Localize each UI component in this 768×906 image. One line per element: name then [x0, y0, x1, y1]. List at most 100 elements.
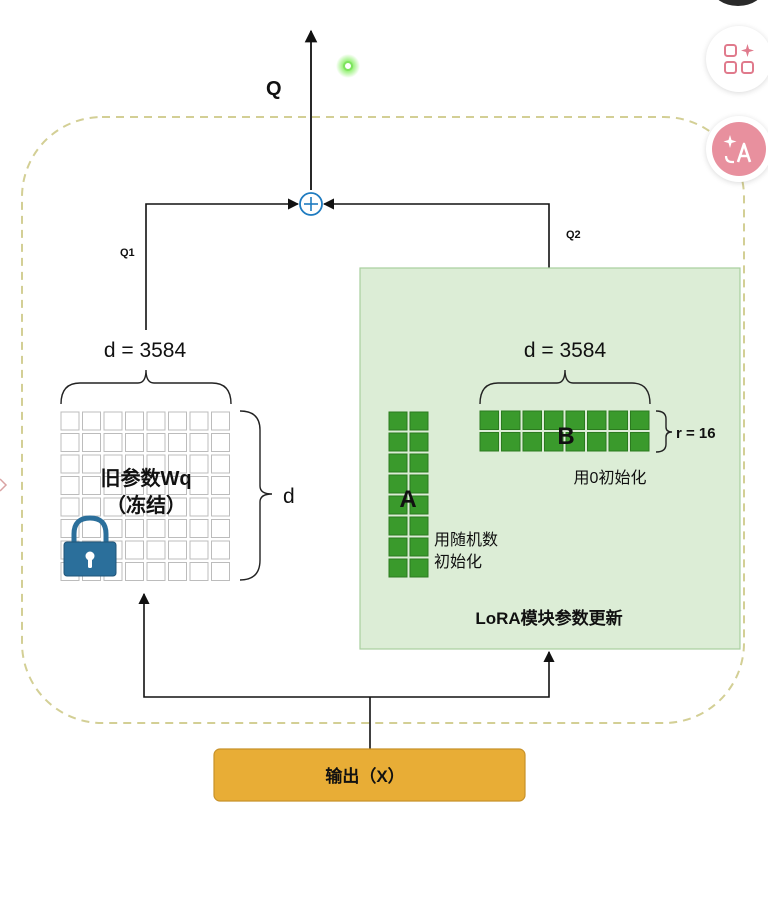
matrix-b-cell: [501, 410, 521, 430]
frozen-grid-cell: [168, 454, 187, 474]
matrix-b-width-brace: [479, 369, 651, 405]
matrix-a-cell: [388, 453, 408, 473]
frozen-grid-cell: [60, 433, 80, 452]
matrix-a-cell: [409, 432, 429, 452]
frozen-grid-cell: [82, 411, 101, 431]
frozen-grid-cell: [168, 497, 187, 517]
input-label: 输出（X）: [325, 766, 404, 786]
frozen-grid-cell: [146, 519, 166, 538]
frozen-grid-cell: [168, 476, 187, 495]
frozen-grid-cell: [211, 540, 230, 560]
translate-button[interactable]: [706, 116, 768, 182]
matrix-b-label: B: [557, 423, 574, 450]
frozen-grid-cell: [189, 540, 209, 560]
lora-module-title: LoRA模块参数更新: [475, 608, 622, 628]
frozen-grid-cell: [125, 454, 144, 474]
matrix-a-cell: [388, 474, 408, 494]
frozen-grid-cell: [125, 519, 144, 538]
frozen-grid-cell: [125, 497, 144, 517]
frozen-grid-cell: [82, 476, 101, 495]
frozen-grid-cell: [146, 476, 166, 495]
frozen-grid-cell: [168, 562, 187, 581]
matrix-a-label: A: [399, 486, 416, 513]
matrix-a-cell: [388, 558, 408, 578]
frozen-grid-cell: [60, 411, 80, 431]
frozen-grid-cell: [189, 476, 209, 495]
frozen-grid-cell: [82, 433, 101, 452]
frozen-grid-cell: [168, 433, 187, 452]
q1-arrow: [145, 198, 300, 330]
frozen-grid-cell: [146, 433, 166, 452]
frozen-grid-cell: [103, 454, 123, 474]
frozen-grid-cell: [146, 454, 166, 474]
frozen-grid-cell: [211, 519, 230, 538]
frozen-grid-cell: [82, 519, 101, 538]
frozen-grid-cell: [103, 497, 123, 517]
matrix-a-cell: [409, 474, 429, 494]
matrix-b-cell: [522, 432, 542, 452]
output-label: Q: [266, 78, 282, 100]
frozen-grid-cell: [60, 454, 80, 474]
frozen-grid-cell: [146, 562, 166, 581]
frozen-width-brace: [60, 369, 232, 405]
frozen-grid-cell: [146, 411, 166, 431]
frozen-grid-cell: [211, 454, 230, 474]
frozen-grid-cell: [168, 519, 187, 538]
matrix-b-cell: [501, 432, 521, 452]
matrix-a-note-line2: 初始化: [434, 553, 482, 571]
apps-sparkle-button[interactable]: [706, 26, 768, 92]
frozen-grid-cell: [125, 476, 144, 495]
frozen-height-brace: [239, 410, 273, 581]
matrix-b-cell: [587, 432, 607, 452]
frozen-grid-cell: [211, 497, 230, 517]
frozen-grid-cell: [189, 497, 209, 517]
frozen-grid-cell: [189, 411, 209, 431]
frozen-height-label: d: [283, 485, 295, 508]
frozen-width-label: d = 3584: [104, 339, 187, 362]
apps-sparkle-icon: [724, 44, 754, 74]
rank-label: r = 16: [676, 425, 716, 442]
matrix-a-cell: [388, 537, 408, 557]
left-edge-arrow-icon: [0, 478, 8, 492]
matrix-a-cell: [409, 516, 429, 536]
matrix-a-cell: [409, 537, 429, 557]
q2-label: Q2: [566, 229, 581, 241]
input-arrow-frozen: [138, 592, 370, 698]
matrix-a-cell: [409, 495, 429, 515]
matrix-a-grid: [388, 411, 429, 578]
matrix-b-note: 用0初始化: [574, 469, 647, 487]
frozen-grid-cell: [125, 562, 144, 581]
frozen-grid-cell: [211, 562, 230, 581]
frozen-grid-cell: [211, 411, 230, 431]
matrix-b-cell: [608, 410, 628, 430]
frozen-grid-cell: [125, 411, 144, 431]
matrix-b-cell: [587, 410, 607, 430]
frozen-grid-cell: [103, 476, 123, 495]
matrix-b-cell: [565, 432, 585, 452]
input-arrow-lora: [370, 650, 555, 698]
frozen-grid-cell: [189, 519, 209, 538]
frozen-grid-cell: [82, 497, 101, 517]
frozen-grid-cell: [168, 411, 187, 431]
frozen-grid-cell: [82, 454, 101, 474]
matrix-a-cell: [388, 432, 408, 452]
frozen-grid-cell: [60, 476, 80, 495]
cursor-indicator-core: [343, 61, 353, 71]
frozen-grid-cell: [168, 540, 187, 560]
frozen-grid-cell: [125, 540, 144, 560]
frozen-title-line1: 旧参数Wq: [100, 466, 191, 490]
q1-label: Q1: [120, 247, 135, 259]
frozen-grid-cell: [146, 540, 166, 560]
matrix-a-cell: [388, 411, 408, 431]
frozen-grid-cell: [103, 411, 123, 431]
frozen-grid-cell: [189, 562, 209, 581]
matrix-b-cell: [608, 432, 628, 452]
frozen-weight-grid: [60, 411, 230, 581]
frozen-grid-cell: [60, 497, 80, 517]
outer-dashed-region: [21, 116, 745, 724]
frozen-title-line2: （冻结）: [106, 493, 186, 517]
matrix-b-cell: [630, 410, 650, 430]
top-edge-button[interactable]: [712, 0, 764, 6]
q2-arrow: [322, 198, 550, 268]
